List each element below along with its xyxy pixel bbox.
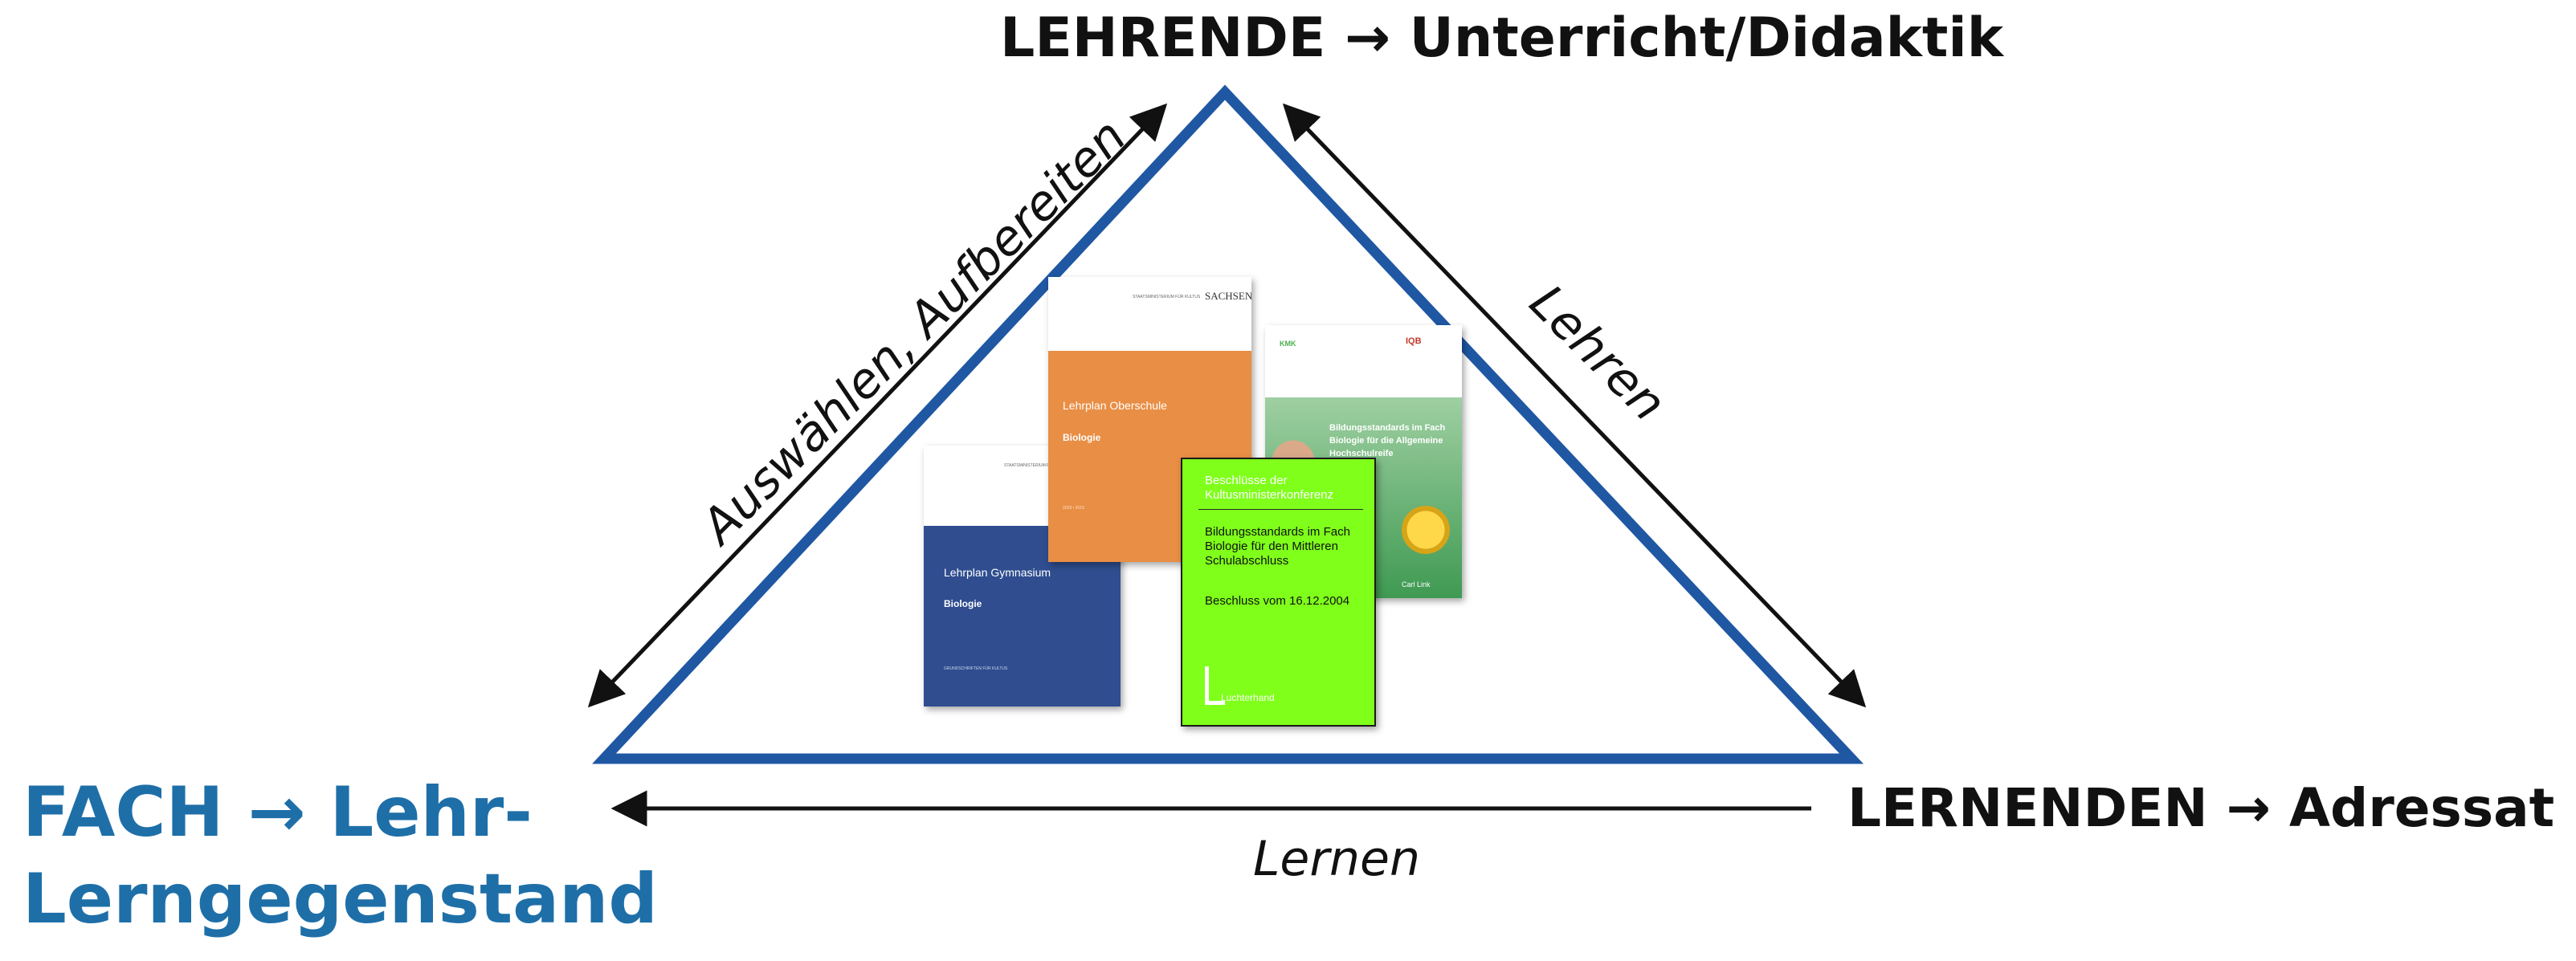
arrow-symbol: →: [1345, 6, 1390, 70]
role-lehrende: LEHRENDE: [1000, 6, 1326, 70]
sachsen-logo: SACHSEN: [1205, 290, 1251, 302]
edge-arrow-left: [587, 103, 1168, 708]
cover-title: Lehrplan Oberschule: [1063, 399, 1167, 412]
edge-label-lernen: Lernen: [1253, 831, 1420, 887]
cover-header: STAATSMINISTERIUM FÜR KULTUS: [1133, 295, 1201, 299]
cover-kmk-beschluss: Beschlüsse der Kultusministerkonferenz B…: [1181, 458, 1376, 727]
focus-didaktik: Unterricht/Didaktik: [1409, 6, 2003, 70]
divider: [1198, 509, 1363, 510]
cover-author: Carl Link: [1402, 580, 1431, 588]
cover-footer: 2019 • 2019: [1063, 506, 1084, 511]
cover-title: Bildungsstandards im Fach Biologie für d…: [1205, 525, 1350, 568]
cover-footer: GRUNDSCHRIFTEN FÜR KULTUS: [944, 666, 1008, 671]
cover-title: Bildungsstandards im Fach Biologie für d…: [1329, 423, 1446, 458]
vertex-label-lernenden: LERNENDEN → Adressat: [1847, 777, 2554, 839]
cover-subject: Biologie: [944, 598, 982, 609]
cover-subject: Biologie: [1063, 432, 1101, 443]
cover-title: Lehrplan Gymnasium: [944, 566, 1051, 579]
luchterhand-logo-foot: [1205, 701, 1225, 705]
edge-arrow-right: [1282, 103, 1867, 708]
vertex-label-lehrende: LEHRENDE → Unterricht/Didaktik: [1000, 6, 2003, 70]
fach-line-2: Lerngegenstand: [22, 859, 658, 939]
kmk-logo: KMK: [1280, 340, 1296, 348]
role-lernenden: LERNENDEN: [1847, 777, 2208, 839]
seal-icon: [1402, 506, 1450, 554]
luchterhand-logo: [1205, 666, 1209, 705]
vertex-label-fach: FACH → Lehr- Lerngegenstand: [22, 769, 658, 943]
cover-header: Beschlüsse der Kultusministerkonferenz: [1205, 474, 1334, 502]
fach-line-1: FACH → Lehr-: [22, 772, 533, 853]
cover-publisher: Luchterhand: [1221, 692, 1275, 703]
focus-adressat: Adressat: [2288, 777, 2555, 839]
cover-date: Beschluss vom 16.12.2004: [1205, 594, 1350, 608]
arrow-symbol: →: [2226, 777, 2271, 839]
iqb-logo: IQB: [1406, 336, 1422, 346]
cover-header: STAATSMINISTERIUM FÜR KULTUS: [1004, 463, 1072, 468]
